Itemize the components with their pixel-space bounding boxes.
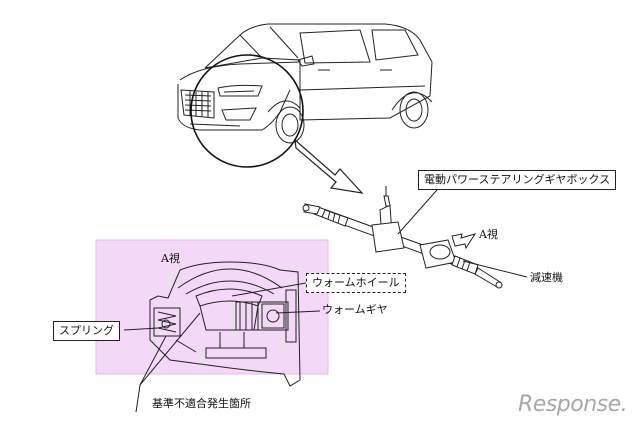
view-a-arrow-icon bbox=[451, 233, 477, 250]
label-view-a-arrow: A視 bbox=[479, 228, 498, 241]
cross-section bbox=[149, 261, 301, 387]
leader-worm-wheel bbox=[231, 282, 307, 297]
leader-nonconformity-base bbox=[135, 384, 141, 413]
car-illustration bbox=[177, 23, 433, 144]
leader-reducer bbox=[462, 260, 528, 278]
leader-nonconformity-1 bbox=[139, 312, 201, 386]
callout-arrow bbox=[294, 138, 364, 194]
leader-spring bbox=[123, 327, 159, 331]
label-nonconformity: 基準不適合発生箇所 bbox=[152, 397, 251, 410]
detail-panel bbox=[95, 239, 329, 375]
label-spring: スプリング bbox=[53, 321, 120, 341]
leader-worm-gear bbox=[275, 310, 321, 314]
steering-gearbox bbox=[302, 186, 503, 289]
leader-nonconformity-2 bbox=[139, 335, 167, 386]
label-worm-gear: ウォームギヤ bbox=[322, 303, 388, 316]
label-worm-wheel: ウォームホイール bbox=[306, 273, 406, 293]
leader-gearbox bbox=[397, 181, 445, 235]
label-reducer: 減速機 bbox=[530, 271, 563, 284]
label-view-a-panel: A視 bbox=[161, 252, 180, 265]
label-gearbox: 電動パワーステアリングギヤボックス bbox=[418, 170, 617, 190]
response-logo: Response. bbox=[518, 392, 628, 417]
highlight-circle bbox=[190, 54, 304, 168]
